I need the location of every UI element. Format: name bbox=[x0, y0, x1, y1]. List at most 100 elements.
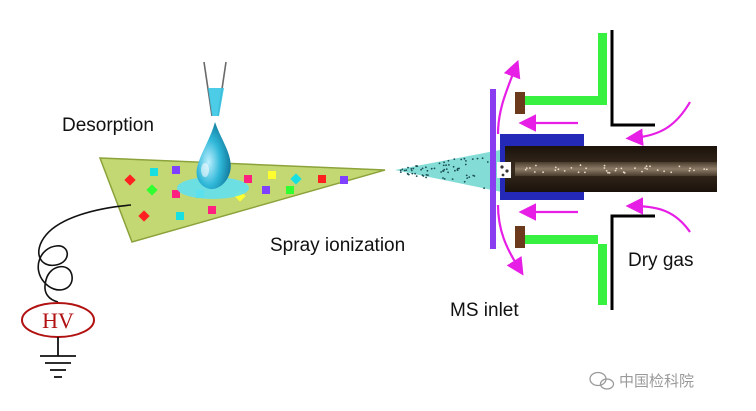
spray-droplet bbox=[445, 164, 447, 167]
spray-droplet bbox=[456, 169, 459, 172]
spray-droplet bbox=[443, 178, 446, 180]
spray-droplet bbox=[460, 158, 463, 161]
capillary-ion bbox=[678, 165, 681, 168]
spray-droplet bbox=[425, 166, 427, 169]
spray-droplet bbox=[399, 171, 402, 174]
sample-spot bbox=[318, 175, 326, 183]
flow-arrow-icon bbox=[625, 101, 691, 146]
seal-bottom bbox=[515, 226, 525, 248]
capillary-ion bbox=[689, 167, 691, 170]
hv-wire bbox=[37, 204, 132, 303]
capillary-ion bbox=[585, 167, 587, 170]
capillary-ion bbox=[656, 169, 659, 172]
flow-arrow-icon bbox=[625, 197, 691, 233]
spray-cone bbox=[395, 150, 502, 192]
capillary-ion bbox=[577, 171, 580, 174]
desorption-label: Desorption bbox=[62, 115, 154, 136]
spray-droplet bbox=[463, 180, 466, 183]
capillary-ion bbox=[557, 168, 560, 171]
spray-droplet bbox=[399, 169, 402, 172]
capillary-ion bbox=[641, 170, 643, 173]
spray-droplet bbox=[486, 161, 489, 163]
spray-droplet bbox=[415, 165, 417, 167]
capillary-ion bbox=[644, 167, 647, 170]
spray-droplet bbox=[454, 169, 456, 172]
sample-spot bbox=[150, 168, 158, 176]
sample-spot bbox=[208, 206, 216, 214]
housing-line-bottom bbox=[610, 214, 655, 310]
capillary-ion bbox=[603, 167, 606, 169]
capillary-ion bbox=[614, 169, 617, 172]
spray-droplet bbox=[403, 169, 406, 172]
capillary-ions bbox=[524, 164, 708, 174]
spray-droplet bbox=[442, 164, 445, 167]
flow-arrow-icon bbox=[496, 59, 521, 135]
spray-droplet bbox=[433, 167, 436, 170]
capillary-ion bbox=[524, 168, 527, 171]
spray-plume bbox=[395, 150, 502, 192]
dry-gas-label: Dry gas bbox=[628, 250, 693, 271]
sample-spot bbox=[286, 186, 294, 194]
spray-droplet bbox=[451, 178, 454, 181]
capillary-ion bbox=[693, 169, 695, 172]
spray-droplet bbox=[465, 160, 467, 162]
spray-droplet bbox=[483, 187, 485, 190]
spray-droplet bbox=[405, 169, 408, 172]
spray-droplet bbox=[407, 166, 409, 169]
spray-droplet bbox=[445, 168, 448, 171]
spray-droplet bbox=[412, 167, 415, 170]
hv-label: HV bbox=[42, 308, 74, 333]
spray-droplet bbox=[411, 172, 414, 175]
capillary-ion bbox=[703, 168, 706, 171]
capillary-ion bbox=[634, 167, 636, 170]
seal-top bbox=[515, 92, 525, 114]
spray-droplet bbox=[443, 161, 445, 164]
capillary-ion bbox=[563, 170, 566, 172]
spray-droplet bbox=[468, 176, 471, 179]
ground-icon bbox=[40, 337, 76, 378]
spray-droplet bbox=[410, 169, 413, 172]
spray-droplet bbox=[425, 173, 428, 176]
sample-spot bbox=[262, 186, 270, 194]
capillary-ion bbox=[603, 164, 606, 167]
inlet-plate bbox=[490, 89, 496, 249]
spray-droplet bbox=[401, 168, 404, 171]
spray-droplet bbox=[421, 167, 424, 170]
spray-droplet bbox=[464, 163, 467, 166]
spray-droplet bbox=[465, 174, 468, 177]
spray-droplet bbox=[447, 159, 450, 162]
spray-droplet bbox=[410, 168, 413, 170]
spray-droplets bbox=[399, 157, 495, 191]
capillary-ion bbox=[645, 165, 648, 168]
spray-ionization-label: Spray ionization bbox=[270, 235, 405, 256]
sample-spot bbox=[138, 210, 150, 222]
spray-droplet bbox=[458, 167, 460, 170]
sample-spot bbox=[290, 173, 302, 185]
spray-droplet bbox=[452, 165, 455, 168]
spray-droplet bbox=[466, 177, 469, 180]
watermark-text: 中国检科院 bbox=[619, 372, 694, 390]
watermark: 中国检科院 bbox=[589, 371, 694, 390]
capillary-ion bbox=[608, 172, 611, 174]
spray-droplet bbox=[443, 168, 446, 171]
sample-spot bbox=[268, 171, 276, 179]
spray-droplet bbox=[481, 157, 484, 160]
capillary-ion bbox=[646, 168, 648, 170]
gas-block-bottom bbox=[522, 235, 607, 305]
capillary-ion bbox=[607, 171, 609, 174]
spray-droplet bbox=[430, 167, 433, 170]
capillary-ion bbox=[554, 169, 557, 172]
spray-droplet bbox=[415, 175, 418, 178]
spray-droplet bbox=[442, 177, 444, 179]
spray-droplet bbox=[472, 174, 475, 177]
sample-spot bbox=[172, 190, 180, 198]
spray-droplet bbox=[447, 171, 449, 174]
capillary-ion bbox=[615, 167, 618, 170]
capillary-ion bbox=[542, 171, 544, 174]
capillary-ion bbox=[535, 164, 537, 167]
gas-flow-arrows bbox=[496, 59, 691, 276]
spray-droplet bbox=[463, 157, 466, 160]
spray-droplet bbox=[427, 174, 429, 177]
spray-droplet bbox=[476, 157, 479, 160]
